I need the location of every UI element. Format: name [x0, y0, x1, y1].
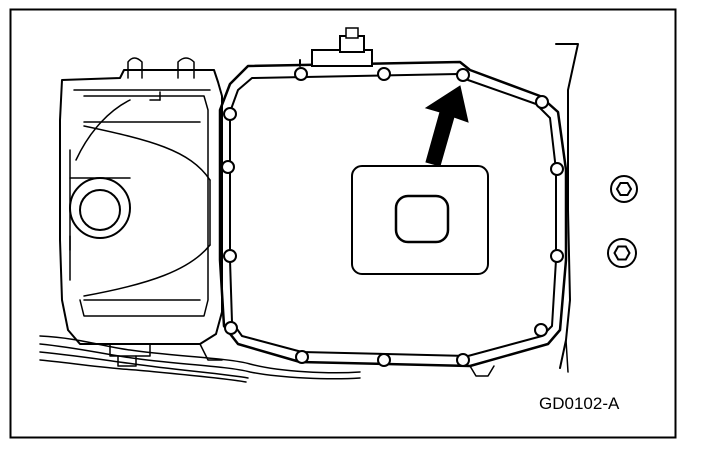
pan-bolt: [223, 249, 237, 263]
pan-bolts: [221, 67, 564, 367]
figure-frame: [9, 8, 677, 439]
pan-bolt: [456, 68, 470, 82]
pan-bolt: [456, 353, 470, 367]
pipe-lines: [39, 335, 361, 383]
pan-bolt: [294, 67, 308, 81]
pan-bolt: [295, 350, 309, 364]
pan-bolt: [377, 353, 391, 367]
pan-bolt: [550, 249, 564, 263]
sump-recess: [351, 165, 489, 275]
engine-block-edge: [555, 43, 579, 373]
pan-bolt: [221, 160, 235, 174]
oil-pan: [218, 27, 568, 377]
pan-bolt: [535, 95, 549, 109]
loose-bolt-upper: [610, 175, 638, 203]
pan-bolt: [550, 162, 564, 176]
pan-bolt: [223, 107, 237, 121]
loose-bolt-lower: [607, 238, 637, 268]
pan-bolt: [534, 323, 548, 337]
transmission-housing: [59, 57, 223, 367]
drain-plug-boss: [394, 194, 450, 244]
pan-bolt: [377, 67, 391, 81]
figure-reference-code: GD0102-A: [539, 394, 620, 413]
pan-bolt: [224, 321, 238, 335]
arrow-icon: [424, 85, 469, 167]
